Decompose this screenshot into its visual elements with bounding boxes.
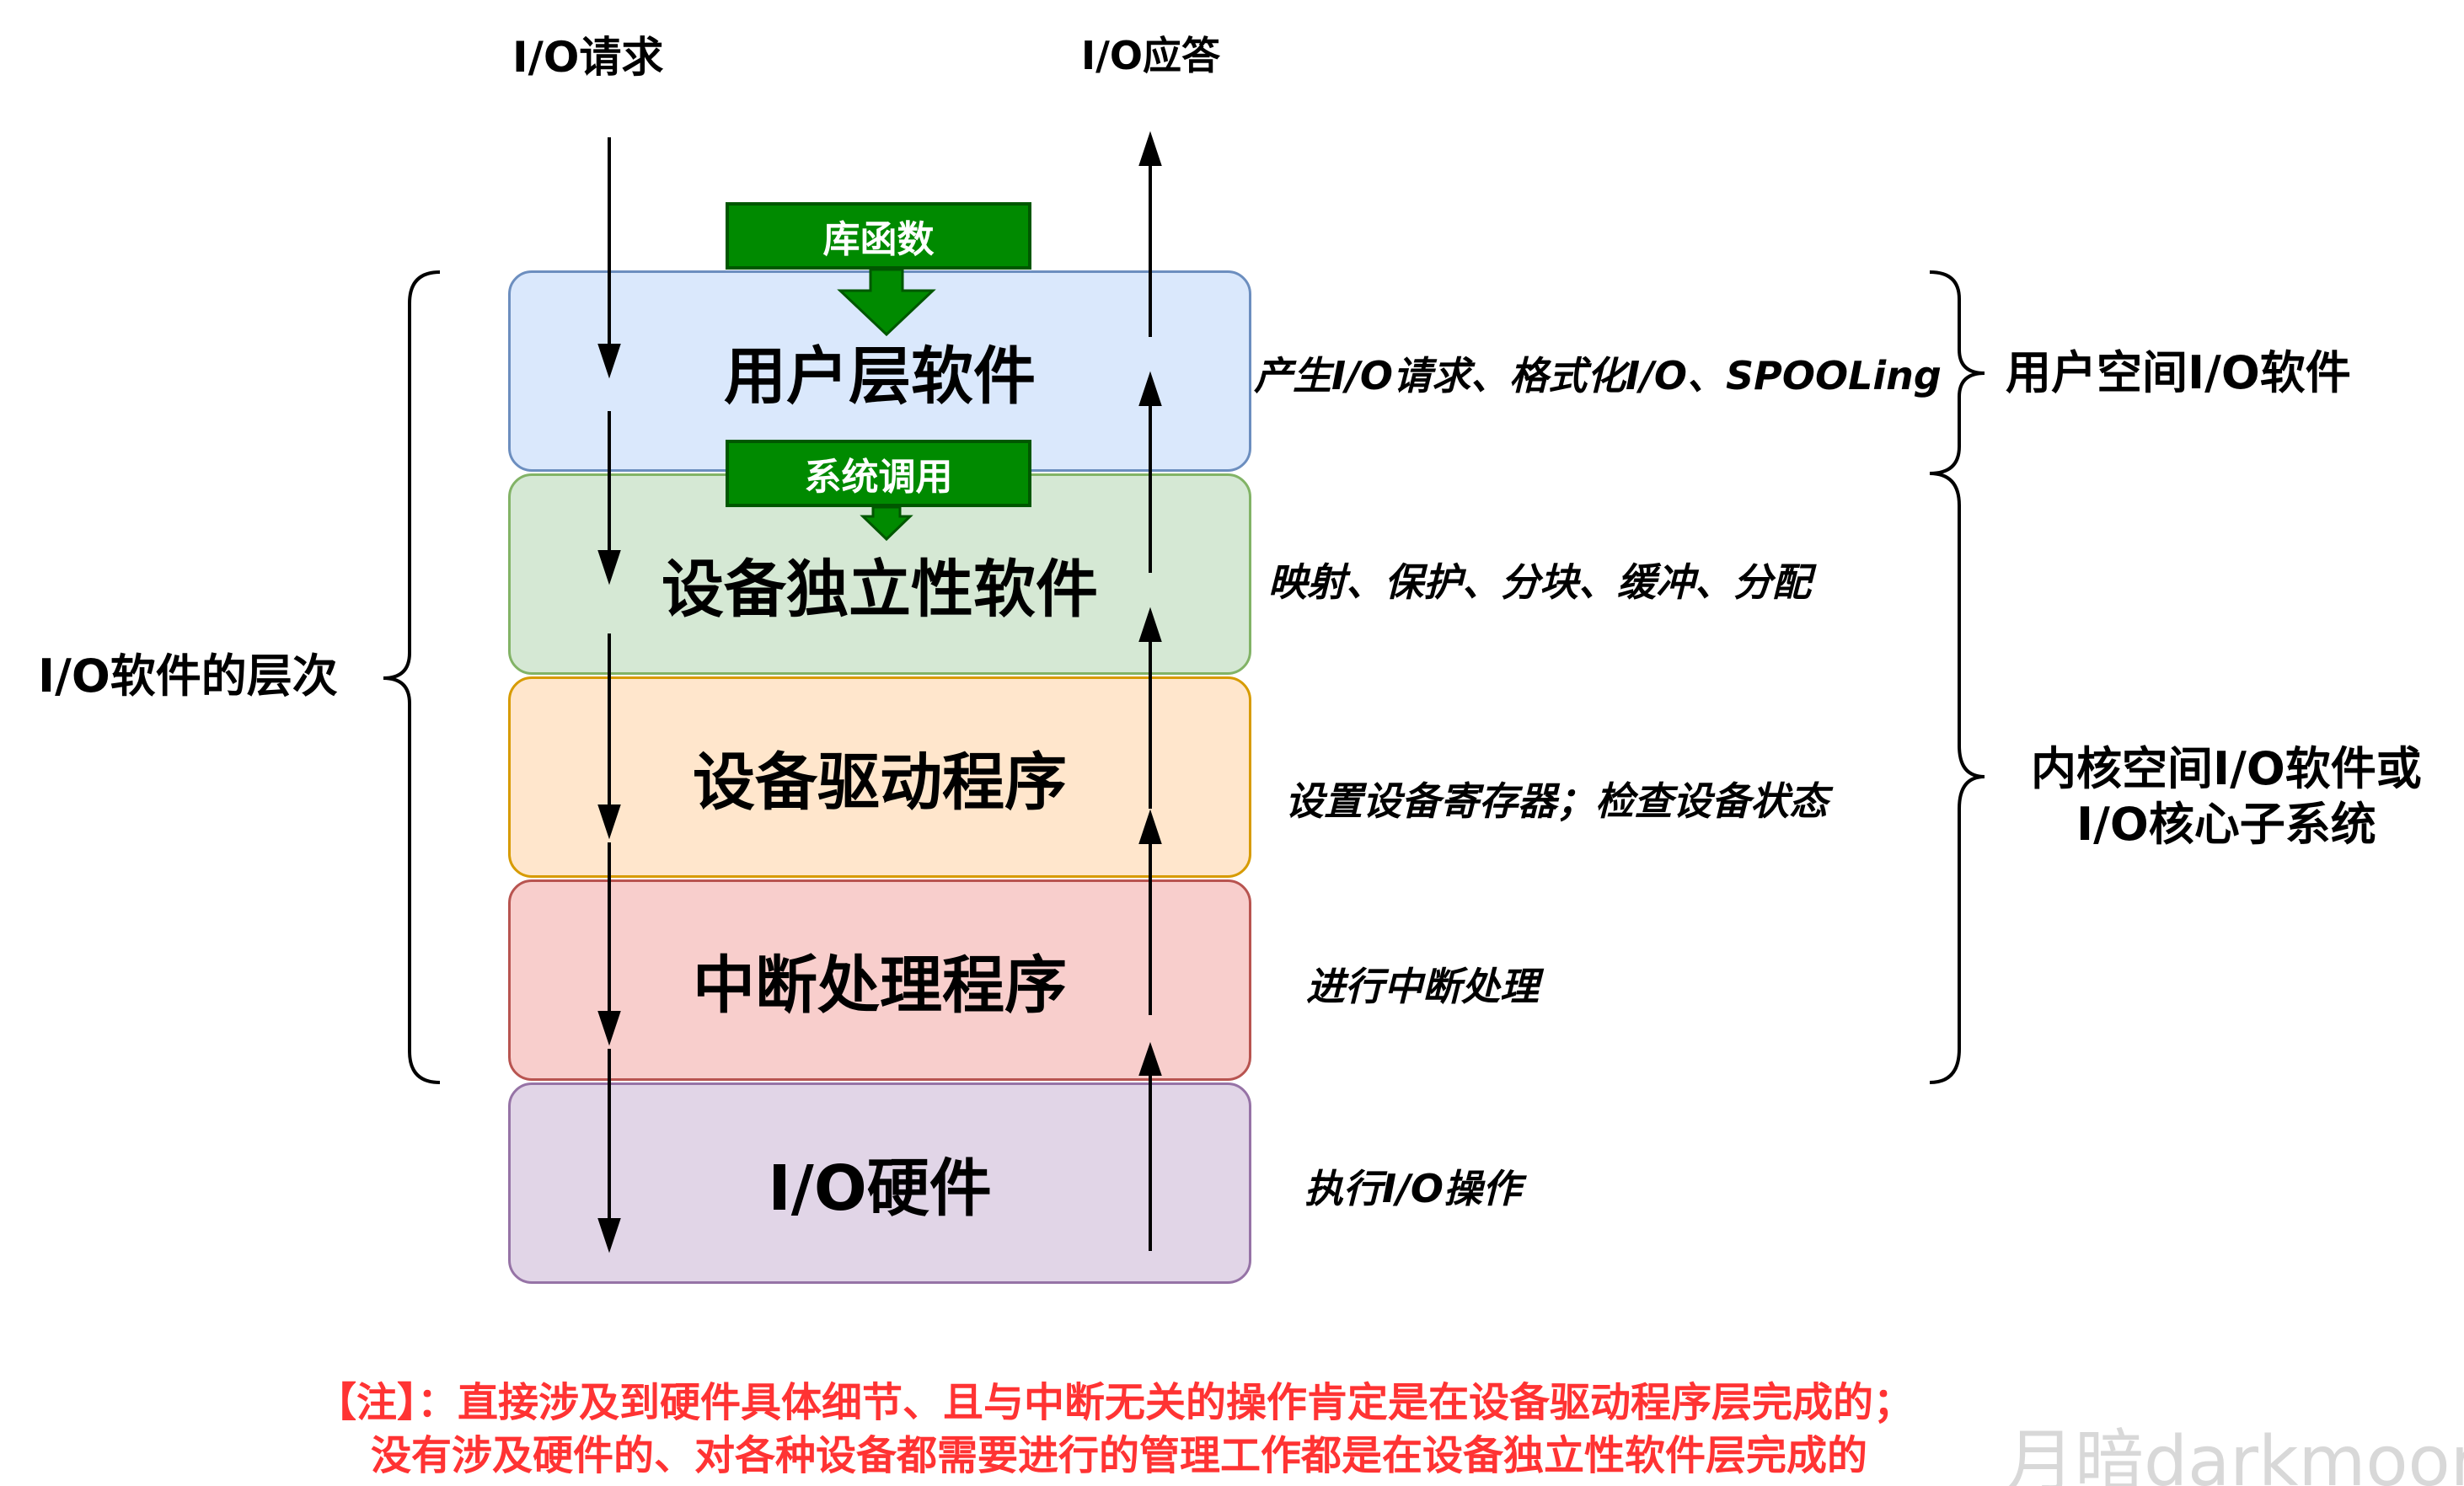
user-space-io-label: 用户空间I/O软件 <box>2006 346 2351 399</box>
layer-note-hardware: 执行I/O操作 <box>1304 1166 1522 1211</box>
user-space-brace <box>1929 270 1985 475</box>
kernel-space-io-label: 内核空间I/O软件或 I/O核心子系统 <box>2031 741 2422 853</box>
layer-io-hardware: I/O硬件 <box>508 1082 1251 1284</box>
layer-user-software: 用户层软件 <box>508 270 1251 472</box>
layer-note-interrupt: 进行中断处理 <box>1306 964 1539 1009</box>
layer-note-device-independent: 映射、保护、分块、缓冲、分配 <box>1268 559 1811 605</box>
left-brace <box>383 270 441 1084</box>
footnote-line2: 没有涉及硬件的、对各种设备都需要进行的管理工作都是在设备独立性软件层完成的 <box>371 1432 1868 1479</box>
layer-label: 设备驱动程序 <box>693 746 1067 819</box>
layer-label: 中断处理程序 <box>693 949 1067 1022</box>
kernel-label-line2: I/O核心子系统 <box>2076 798 2376 851</box>
layer-note-user: 产生I/O请求、格式化I/O、SPOOLing <box>1254 353 1942 398</box>
io-software-layers-label: I/O软件的层次 <box>38 649 338 703</box>
layer-note-driver: 设置设备寄存器；检查设备状态 <box>1285 778 1828 824</box>
io-response-label: I/O应答 <box>1081 33 1221 78</box>
layer-device-driver: 设备驱动程序 <box>508 676 1251 878</box>
kernel-label-line1: 内核空间I/O软件或 <box>2031 742 2422 795</box>
layer-label: 用户层软件 <box>724 340 1036 413</box>
syscall-down-arrow <box>860 505 913 542</box>
footnote-line1: 【注】：直接涉及到硬件具体细节、且与中断无关的操作肯定是在设备驱动程序层完成的； <box>316 1379 1915 1426</box>
kernel-space-brace <box>1929 472 1985 1084</box>
request-down-arrows <box>597 137 621 1253</box>
watermark: 月暗darkmoon <box>2006 1422 2464 1486</box>
library-function-box: 库函数 <box>726 202 1031 270</box>
layer-label: 设备独立性软件 <box>662 553 1098 626</box>
layer-interrupt-handler: 中断处理程序 <box>508 879 1251 1081</box>
layer-label: I/O硬件 <box>768 1152 992 1225</box>
library-down-arrow <box>837 268 936 337</box>
response-up-arrows <box>1138 131 1162 1251</box>
system-call-box: 系统调用 <box>726 440 1031 507</box>
io-request-label: I/O请求 <box>512 33 664 82</box>
